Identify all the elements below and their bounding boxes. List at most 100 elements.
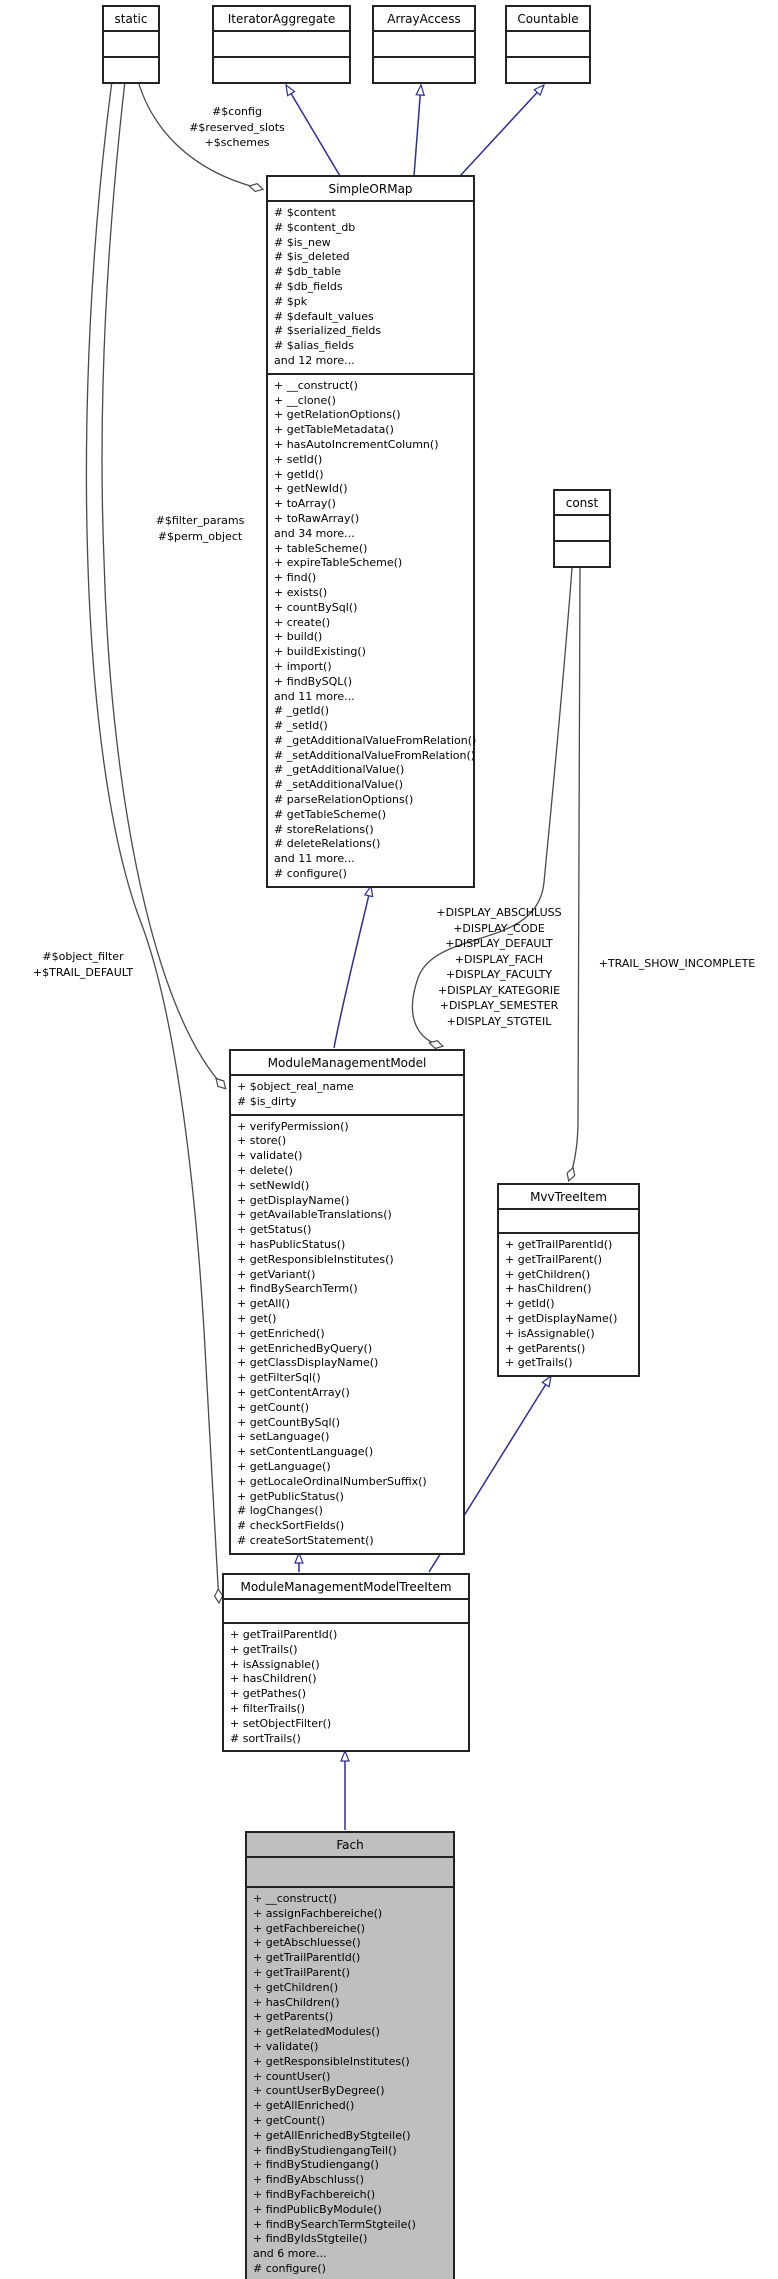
member-row: + findByStudiengangTeil() [253,2143,397,2157]
edge-inherit-mmm-simpleormap [333,886,371,1049]
member-row: + getChildren() [253,1980,339,1994]
member-row: + create() [274,615,331,629]
edge-label-line: +DISPLAY_ABSCHLUSS [436,906,562,919]
class-title-countable[interactable]: Countable [517,12,579,26]
class-fach[interactable]: Fach+ __construct()+ assignFachbereiche(… [245,1831,455,2279]
member-row: + delete() [237,1163,293,1177]
member-row: # $default_values [274,309,374,323]
member-row: + isAssignable() [505,1326,595,1340]
edge-aggr-static-mmm [101,80,225,1088]
edge-label-line: +$schemes [204,136,270,149]
member-row: # $content [274,206,336,219]
member-row: + getLocaleOrdinalNumberSuffix() [237,1474,427,1488]
member-row: + getCount() [237,1400,310,1414]
array_access-attributes-compartment [374,30,474,56]
member-row: + getAllEnriched() [253,2099,355,2113]
class-title-const[interactable]: const [565,496,599,510]
member-row: + getEnriched() [237,1326,325,1340]
class-title-array_access[interactable]: ArrayAccess [387,12,461,26]
member-row: # logChanges() [237,1504,323,1518]
member-row: + __construct() [253,1892,337,1905]
member-row: + findBySearchTermStgteile() [253,2217,416,2231]
member-row: # _setId() [274,719,328,733]
class-module_management_model[interactable]: ModuleManagementModel+ $object_real_name… [229,1049,465,1555]
member-row: + hasPublicStatus() [237,1237,346,1251]
member-row: + hasChildren() [505,1282,592,1296]
mvv_tree_item-methods-compartment: + getTrailParentId()+ getTrailParent()+ … [499,1232,638,1375]
class-title-simple_or_map[interactable]: SimpleORMap [328,182,413,196]
member-row: + setId() [274,452,323,466]
member-row: # $serialized_fields [274,324,382,338]
static-attributes-compartment [104,30,158,56]
member-row: + __construct() [274,378,358,392]
edge-label-object_filter_label: #$object_filter+$TRAIL_DEFAULT [33,949,133,980]
member-row: + getTrailParent() [505,1252,603,1266]
member-row: + toRawArray() [274,511,360,525]
class-static[interactable]: static [102,5,160,84]
member-row: # storeRelations() [274,822,374,836]
edge-label-display_label: +DISPLAY_ABSCHLUSS +DISPLAY_CODE +DISPLAY_… [436,905,561,1029]
mvv_tree_item-attributes-compartment [499,1208,638,1232]
member-row: + getNewId() [274,482,348,496]
member-row: + findBySearchTerm() [237,1282,358,1296]
member-row: + getResponsibleInstitutes() [253,2054,410,2068]
class-simple_or_map[interactable]: SimpleORMap# $content# $content_db# $is_… [266,175,477,888]
class-module_management_model_tree_item[interactable]: ModuleManagementModelTreeItem+ getTrailP… [222,1573,470,1753]
class-title-mvv_tree_item[interactable]: MvvTreeItem [530,1190,607,1204]
member-row: + store() [237,1134,287,1148]
const-methods-compartment [555,540,609,566]
member-row: # sortTrails() [230,1731,301,1745]
const-attributes-compartment [555,514,609,540]
class-array_access[interactable]: ArrayAccess [372,5,476,84]
iterator_aggregate-attributes-compartment [214,30,349,56]
class-title-module_management_model[interactable]: ModuleManagementModel [267,1056,427,1070]
member-row: + getParents() [253,2010,334,2024]
member-row: + getCountBySql() [237,1415,341,1429]
class-iterator_aggregate[interactable]: IteratorAggregate [212,5,351,84]
member-row: + findPublicByModule() [253,2202,382,2216]
module_management_model-methods-compartment: + verifyPermission()+ store()+ validate(… [231,1113,463,1553]
member-row: + getId() [505,1297,555,1311]
member-row: + getDisplayName() [505,1311,618,1325]
class-title-static[interactable]: static [114,12,148,26]
member-row: # _getId() [274,704,330,718]
member-row: + tableScheme() [274,541,368,555]
member-row: + getVariant() [237,1267,316,1281]
member-row: + getDisplayName() [237,1193,350,1207]
member-row: and 12 more... [274,353,355,367]
member-row: # _getAdditionalValueFromRelation() [274,733,477,747]
edge-label-line: +DISPLAY_CODE [453,921,545,935]
member-row: + getStatus() [237,1223,312,1237]
class-title-module_management_model_tree_item[interactable]: ModuleManagementModelTreeItem [240,1580,452,1594]
member-row: + setLanguage() [237,1430,330,1444]
member-row: + getChildren() [505,1267,591,1281]
edge-label-line: +DISPLAY_FACULTY [445,968,553,981]
member-row: + getResponsibleInstitutes() [237,1252,394,1266]
member-row: # $content_db [274,220,356,234]
member-row: + verifyPermission() [237,1119,349,1133]
class-mvv_tree_item[interactable]: MvvTreeItem + getTrailParentId()+ getTrai… [497,1183,640,1378]
member-row: + getTrailParent() [253,1965,351,1979]
member-row: + getClassDisplayName() [237,1356,379,1370]
class-const[interactable]: const [553,489,611,568]
member-row: # configure() [253,2261,326,2275]
edge-inherit-simpleormap-countable [459,85,544,177]
member-row: + findByFachbereich() [253,2187,376,2201]
class-title-iterator_aggregate[interactable]: IteratorAggregate [227,12,336,26]
member-row: # $is_deleted [274,250,350,264]
simple_or_map-attributes-compartment: # $content# $content_db# $is_new# $is_de… [268,200,473,373]
edge-label-line: +DISPLAY_FACH [454,952,544,966]
member-row: + getLanguage() [237,1459,331,1473]
class-countable[interactable]: Countable [505,5,591,84]
member-row: + getPublicStatus() [237,1489,344,1503]
member-row: + countBySql() [274,600,358,614]
member-row: + getTrails() [230,1642,298,1656]
member-row: # $db_fields [274,279,343,293]
member-row: + validate() [253,2039,319,2053]
member-row: # $pk [274,294,308,308]
member-row: + isAssignable() [230,1657,320,1671]
class-title-fach[interactable]: Fach [336,1838,364,1852]
simple_or_map-methods-compartment: + __construct()+ __clone()+ getRelationO… [268,372,477,886]
member-row: and 11 more... [274,689,355,703]
member-row: + findByAbschluss() [253,2173,364,2187]
